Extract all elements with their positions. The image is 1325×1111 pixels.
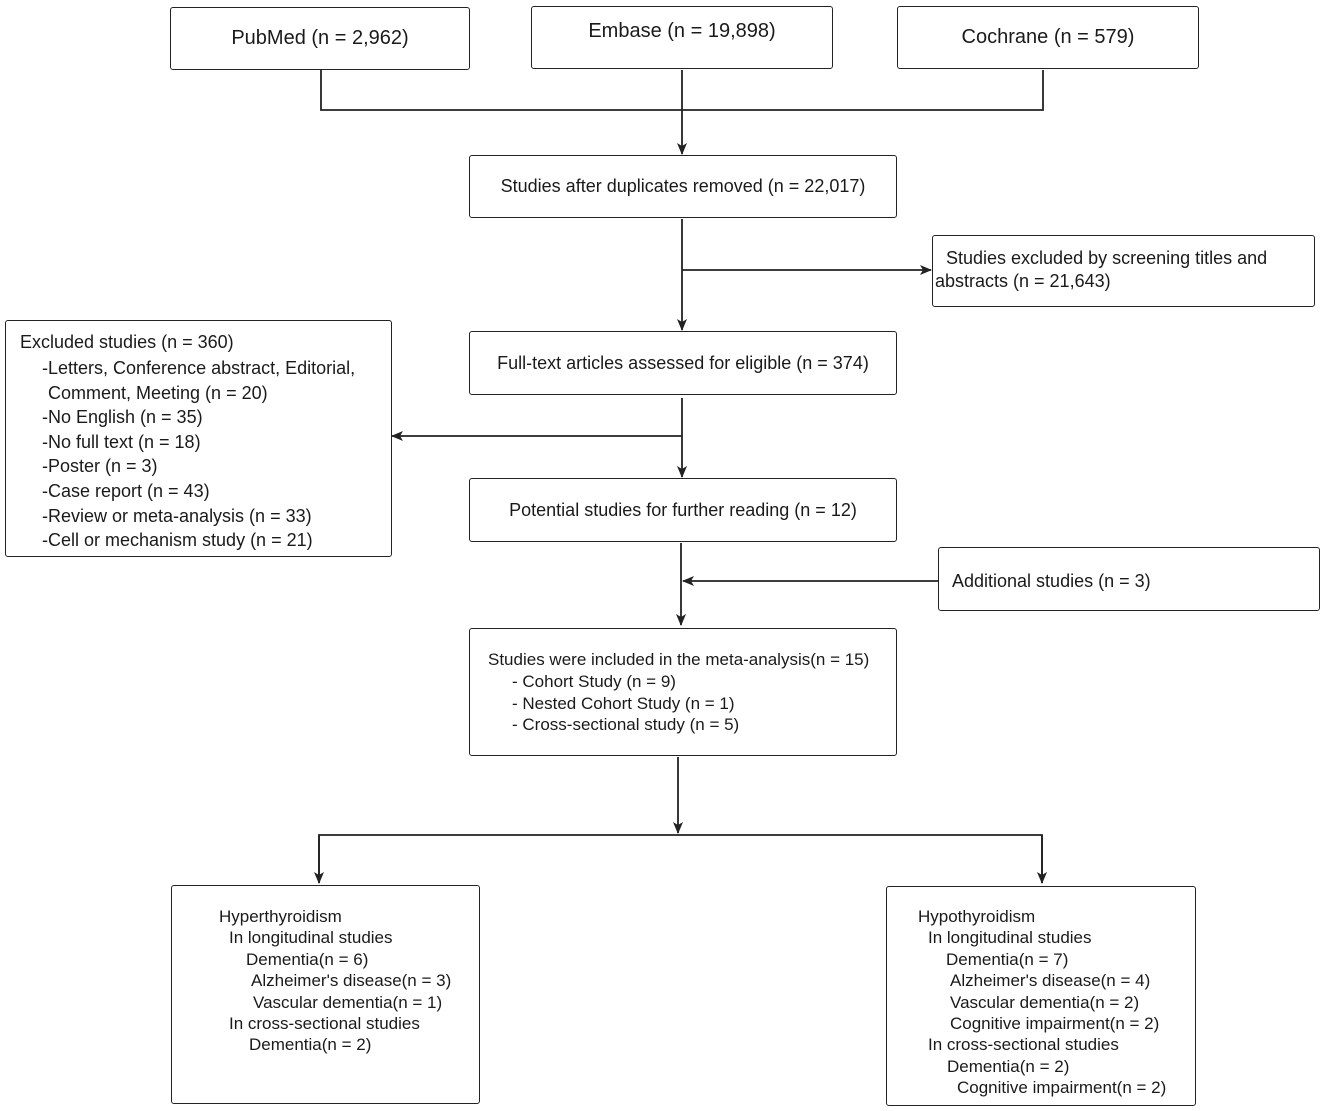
hypothyroidism-box: Hypothyroidism In longitudinal studies D… — [886, 886, 1196, 1106]
hyper-cross-title: In cross-sectional studies — [229, 1014, 420, 1034]
screen-excluded-line-1: Studies excluded by screening titles and — [946, 248, 1268, 268]
hypo-cross-title: In cross-sectional studies — [928, 1035, 1119, 1055]
hypo-cross-ci: Cognitive impairment(n = 2) — [957, 1078, 1167, 1098]
hypo-cross-dementia: Dementia(n = 2) — [947, 1056, 1070, 1076]
hyper-dementia: Dementia(n = 6) — [246, 949, 369, 969]
excluded-item: -Cell or mechanism study (n = 21) — [42, 530, 313, 551]
included-item: - Cohort Study (n = 9) — [512, 672, 676, 691]
embase-label: Embase (n = 19,898) — [588, 20, 776, 42]
hypo-ad: Alzheimer's disease(n = 4) — [950, 971, 1151, 991]
hypo-dementia: Dementia(n = 7) — [946, 949, 1069, 969]
hyper-ad: Alzheimer's disease(n = 3) — [251, 971, 452, 991]
hyper-long-title: In longitudinal studies — [229, 928, 393, 948]
excluded-item: -No English (n = 35) — [42, 407, 203, 428]
hyper-cross-dementia: Dementia(n = 2) — [249, 1035, 372, 1055]
fulltext-label: Full-text articles assessed for eligible… — [497, 352, 869, 373]
hypo-long-title: In longitudinal studies — [928, 928, 1092, 948]
pubmed-label: PubMed (n = 2,962) — [231, 27, 409, 49]
excluded-item: Comment, Meeting (n = 20) — [48, 382, 268, 403]
screen-excluded-line-2: abstracts (n = 21,643) — [935, 271, 1111, 291]
included-box: Studies were included in the meta-analys… — [469, 628, 897, 756]
hypo-vd: Vascular dementia(n = 2) — [950, 992, 1140, 1012]
excluded-item: -Case report (n = 43) — [42, 480, 210, 501]
included-item: - Cross-sectional study (n = 5) — [512, 715, 740, 735]
hyper-title: Hyperthyroidism — [219, 907, 342, 926]
pubmed-box: PubMed (n = 2,962) — [170, 7, 470, 70]
additional-label: Additional studies (n = 3) — [952, 571, 1151, 591]
excluded-item: -Letters, Conference abstract, Editorial… — [42, 358, 356, 378]
screen-excluded-box: Studies excluded by screening titles and… — [932, 235, 1315, 307]
dedup-label: Studies after duplicates removed (n = 22… — [500, 176, 866, 196]
potential-box: Potential studies for further reading (n… — [469, 478, 897, 542]
excluded-item: -Poster (n = 3) — [42, 456, 158, 477]
cochrane-box: Cochrane (n = 579) — [897, 6, 1199, 69]
cochrane-label: Cochrane (n = 579) — [961, 26, 1135, 48]
included-title: Studies were included in the meta-analys… — [488, 650, 870, 669]
excluded-item: -No full text (n = 18) — [42, 431, 201, 452]
hypo-ci: Cognitive impairment(n = 2) — [950, 1014, 1160, 1034]
excluded-item: -Review or meta-analysis (n = 33) — [42, 505, 312, 526]
potential-label: Potential studies for further reading (n… — [509, 499, 857, 520]
excluded-title: Excluded studies (n = 360) — [20, 332, 234, 352]
additional-box: Additional studies (n = 3) — [938, 547, 1320, 611]
fulltext-box: Full-text articles assessed for eligible… — [469, 331, 897, 395]
excluded-box: Excluded studies (n = 360) -Letters, Con… — [5, 320, 392, 557]
embase-box: Embase (n = 19,898) — [531, 6, 833, 69]
hypo-title: Hypothyroidism — [918, 907, 1036, 926]
hyperthyroidism-box: Hyperthyroidism In longitudinal studies … — [171, 885, 480, 1104]
dedup-box: Studies after duplicates removed (n = 22… — [469, 155, 897, 218]
included-item: - Nested Cohort Study (n = 1) — [512, 693, 735, 713]
hyper-vd: Vascular dementia(n = 1) — [253, 992, 443, 1012]
split-line — [318, 834, 1043, 883]
